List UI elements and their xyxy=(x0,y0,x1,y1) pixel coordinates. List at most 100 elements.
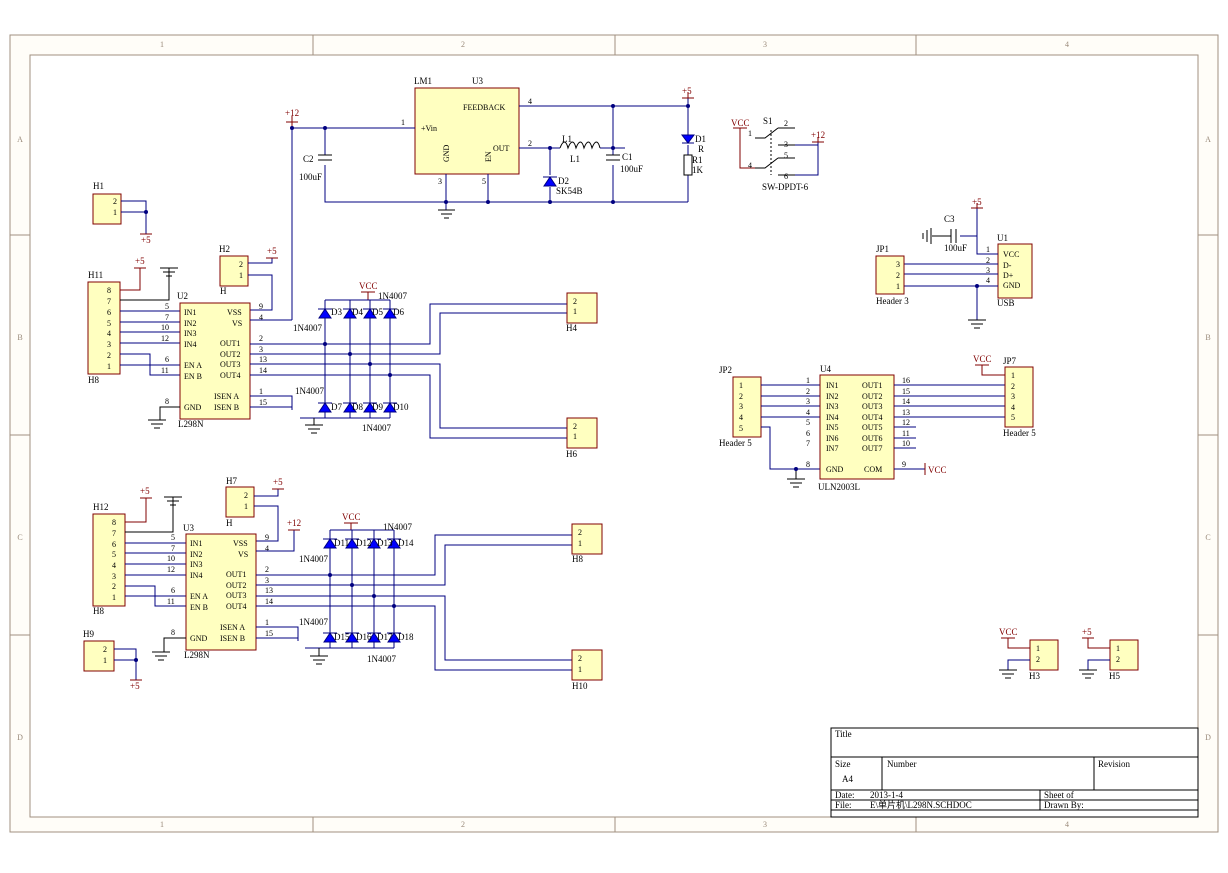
h2-pin2: 2 xyxy=(239,260,243,269)
d15-label: D15 xyxy=(334,632,350,642)
u3b-num11: 11 xyxy=(167,597,175,606)
u4-in2: IN2 xyxy=(826,392,838,401)
u4-num4: 4 xyxy=(806,408,810,417)
size-value: A4 xyxy=(842,774,853,784)
jp1-pin2: 2 xyxy=(896,271,900,280)
lm1-pin-feedback: FEEDBACK xyxy=(463,103,505,112)
c2-value: 100uF xyxy=(299,172,322,182)
jp7-pin5: 5 xyxy=(1011,413,1015,422)
h2-designator: H2 xyxy=(219,244,230,254)
h8-pin1: 1 xyxy=(578,539,582,548)
h12-pin7: 7 xyxy=(112,529,116,538)
bridge2-bot-part-l: 1N4007 xyxy=(299,617,328,627)
bridge2-top-part-l: 1N4007 xyxy=(299,554,328,564)
c1-value: 100uF xyxy=(620,164,643,174)
h6-designator: H6 xyxy=(566,449,577,459)
uln2003-section: JP2 1 2 3 4 5 Header 5 U4 ULN2003L IN1 I… xyxy=(719,354,1036,492)
d1-designator: D1 xyxy=(695,134,706,144)
header-h5: 1 2 H5 +5 xyxy=(1079,627,1139,681)
u2-in3: IN3 xyxy=(184,329,196,338)
u1-num2: 2 xyxy=(986,256,990,265)
bridge1-bot-part-r: 1N4007 xyxy=(362,423,391,433)
u4-num2: 2 xyxy=(806,387,810,396)
size-label: Size xyxy=(835,759,851,769)
usb-pwr-5: +5 xyxy=(972,197,982,207)
d11-label: D11 xyxy=(334,538,349,548)
s1-pin6: 6 xyxy=(784,172,788,181)
bridge1-bot-part-l: 1N4007 xyxy=(295,386,324,396)
u3b-out1: OUT1 xyxy=(226,570,246,579)
u3b-num8: 8 xyxy=(171,628,175,637)
h12-pin3: 3 xyxy=(112,572,116,581)
h11-pin7: 7 xyxy=(107,297,111,306)
h9-pwr: +5 xyxy=(130,681,140,691)
d6-label: D6 xyxy=(393,307,404,317)
lm1-pin5: 5 xyxy=(482,177,486,186)
grid-col-2-bottom: 2 xyxy=(461,820,465,829)
jp1-body xyxy=(875,255,905,295)
u2-num9: 9 xyxy=(259,302,263,311)
u2-in1: IN1 xyxy=(184,308,196,317)
h7-part: H xyxy=(226,518,233,528)
u1-num3: 3 xyxy=(986,266,990,275)
jp2-body xyxy=(732,376,762,438)
h3-pin2: 2 xyxy=(1036,655,1040,664)
h5-designator: H5 xyxy=(1109,671,1120,681)
lm1-pin-vin: +Vin xyxy=(421,124,437,133)
u2-out2: OUT2 xyxy=(220,350,240,359)
u2-num5: 5 xyxy=(165,302,169,311)
header-h9: H9 2 1 +5 xyxy=(83,629,142,691)
lm1-pin3: 3 xyxy=(438,177,442,186)
jp7-pin1: 1 xyxy=(1011,371,1015,380)
jp7-vcc: VCC xyxy=(973,354,992,364)
u1-body xyxy=(997,243,1033,299)
s1-pin5: 5 xyxy=(784,151,788,160)
reg-pwr-5: +5 xyxy=(682,86,692,96)
s1-pin3: 3 xyxy=(784,140,788,149)
u4-in5: IN5 xyxy=(826,423,838,432)
h11-pin2: 2 xyxy=(107,351,111,360)
h9-body xyxy=(83,640,115,672)
d17-label: D17 xyxy=(377,632,393,642)
bridge1-vcc: VCC xyxy=(359,281,378,291)
h3-body xyxy=(1029,639,1059,671)
u2-out4: OUT4 xyxy=(220,371,240,380)
h5-pwr: +5 xyxy=(1082,627,1092,637)
s1-designator: S1 xyxy=(763,116,773,126)
h7-designator: H7 xyxy=(226,476,237,486)
u4-out3: OUT3 xyxy=(862,402,882,411)
u3b-num7: 7 xyxy=(171,544,175,553)
u2-gnd: GND xyxy=(184,403,202,412)
grid-col-2-top: 2 xyxy=(461,40,465,49)
u3b-num2: 2 xyxy=(265,565,269,574)
bridge-2: VCC D11 D12 D13 D14 D15 D16 D17 D18 1N40… xyxy=(299,512,572,671)
u2-enb: EN B xyxy=(184,372,202,381)
u4-designator: U4 xyxy=(820,364,831,374)
h4-pin1: 1 xyxy=(573,307,577,316)
regulator-section: LM1 U3 +Vin FEEDBACK OUT GND EN 1 4 2 3 … xyxy=(285,76,706,320)
u3b-num12: 12 xyxy=(167,565,175,574)
h10-pin2: 2 xyxy=(578,654,582,663)
grid-row-b-right: B xyxy=(1205,333,1210,342)
h7-pwr: +5 xyxy=(273,477,283,487)
u2-num7: 7 xyxy=(165,313,169,322)
d8-label: D8 xyxy=(352,402,363,412)
u2-l298n: U2 L298N IN1 IN2 IN3 IN4 EN A EN B GND 5… xyxy=(148,291,395,429)
u3b-out2: OUT2 xyxy=(226,581,246,590)
lm1-pin1: 1 xyxy=(401,118,405,127)
lm1-pin-out: OUT xyxy=(493,144,510,153)
h9-pin1: 1 xyxy=(103,656,107,665)
c1-designator: C1 xyxy=(622,152,633,162)
u3b-out3: OUT3 xyxy=(226,591,246,600)
u3b-isena: ISEN A xyxy=(220,623,245,632)
grid-row-a-right: A xyxy=(1205,135,1211,144)
u3b-isenb: ISEN B xyxy=(220,634,245,643)
date-label: Date: xyxy=(835,790,855,800)
l1-value: L1 xyxy=(570,154,580,164)
u3b-in2: IN2 xyxy=(190,550,202,559)
h9-designator: H9 xyxy=(83,629,94,639)
usb-section: U1 VCC D- D+ GND 1 2 3 4 USB +5 C3 100uF… xyxy=(875,197,1033,329)
grid-col-1-top: 1 xyxy=(160,40,164,49)
grid-col-4-top: 4 xyxy=(1065,40,1069,49)
s1-pin4: 4 xyxy=(748,161,752,170)
